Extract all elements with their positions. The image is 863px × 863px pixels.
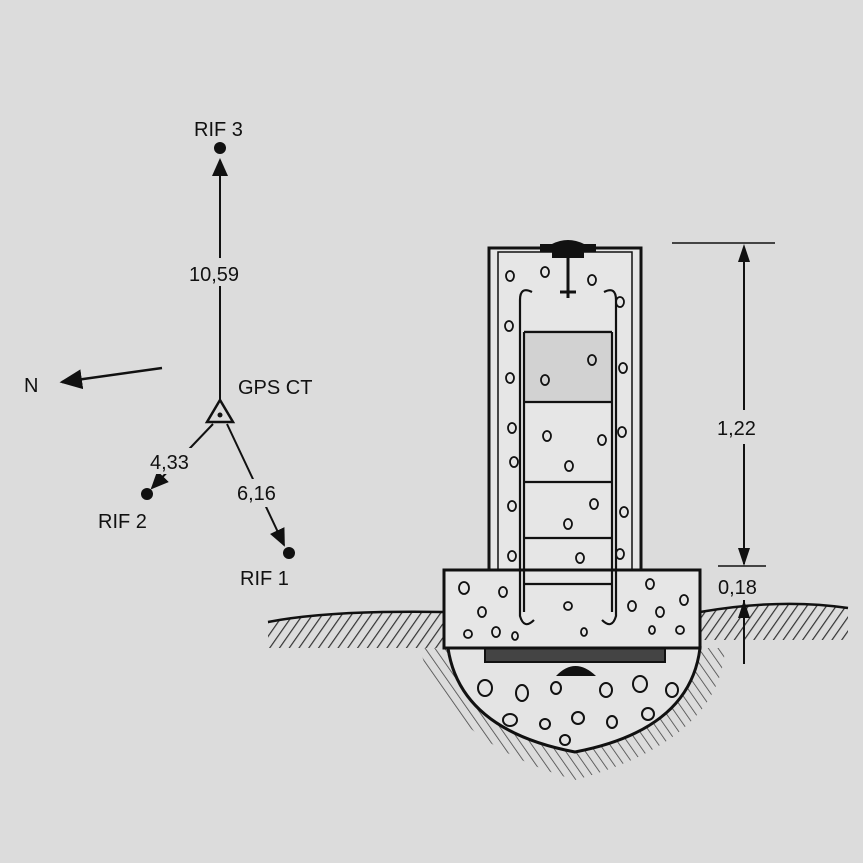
reference-label-rif2: RIF 2 — [98, 511, 147, 533]
height-dimension: 1,22 — [672, 242, 775, 567]
reference-point-rif1 — [283, 547, 295, 559]
reference-label-rif1: RIF 1 — [240, 568, 289, 590]
north-label: N — [24, 375, 38, 397]
station-label: GPS CT — [238, 377, 312, 399]
base-label: 0,18 — [718, 577, 757, 599]
reference-point-rif3 — [214, 142, 226, 154]
pillar-column — [487, 246, 643, 626]
pillar-section: 1,22 0,18 — [267, 240, 849, 780]
base-dimension: 0,18 — [718, 577, 757, 664]
north-arrow: N — [24, 366, 163, 397]
gps-station-icon — [204, 397, 236, 424]
survey-sketch: N GPS CT RIF 3 10,59 4,33 RIF 2 6,16 — [24, 119, 312, 590]
reference-label-rif3: RIF 3 — [194, 119, 243, 141]
distance-label-rif1: 6,16 — [237, 483, 276, 505]
distance-label-rif3: 10,59 — [189, 264, 239, 286]
pillar-base — [442, 568, 702, 650]
forced-centering-plate-icon — [540, 240, 596, 298]
reference-point-rif2 — [141, 488, 153, 500]
distance-label-rif2: 4,33 — [150, 452, 189, 474]
height-label: 1,22 — [717, 418, 756, 440]
